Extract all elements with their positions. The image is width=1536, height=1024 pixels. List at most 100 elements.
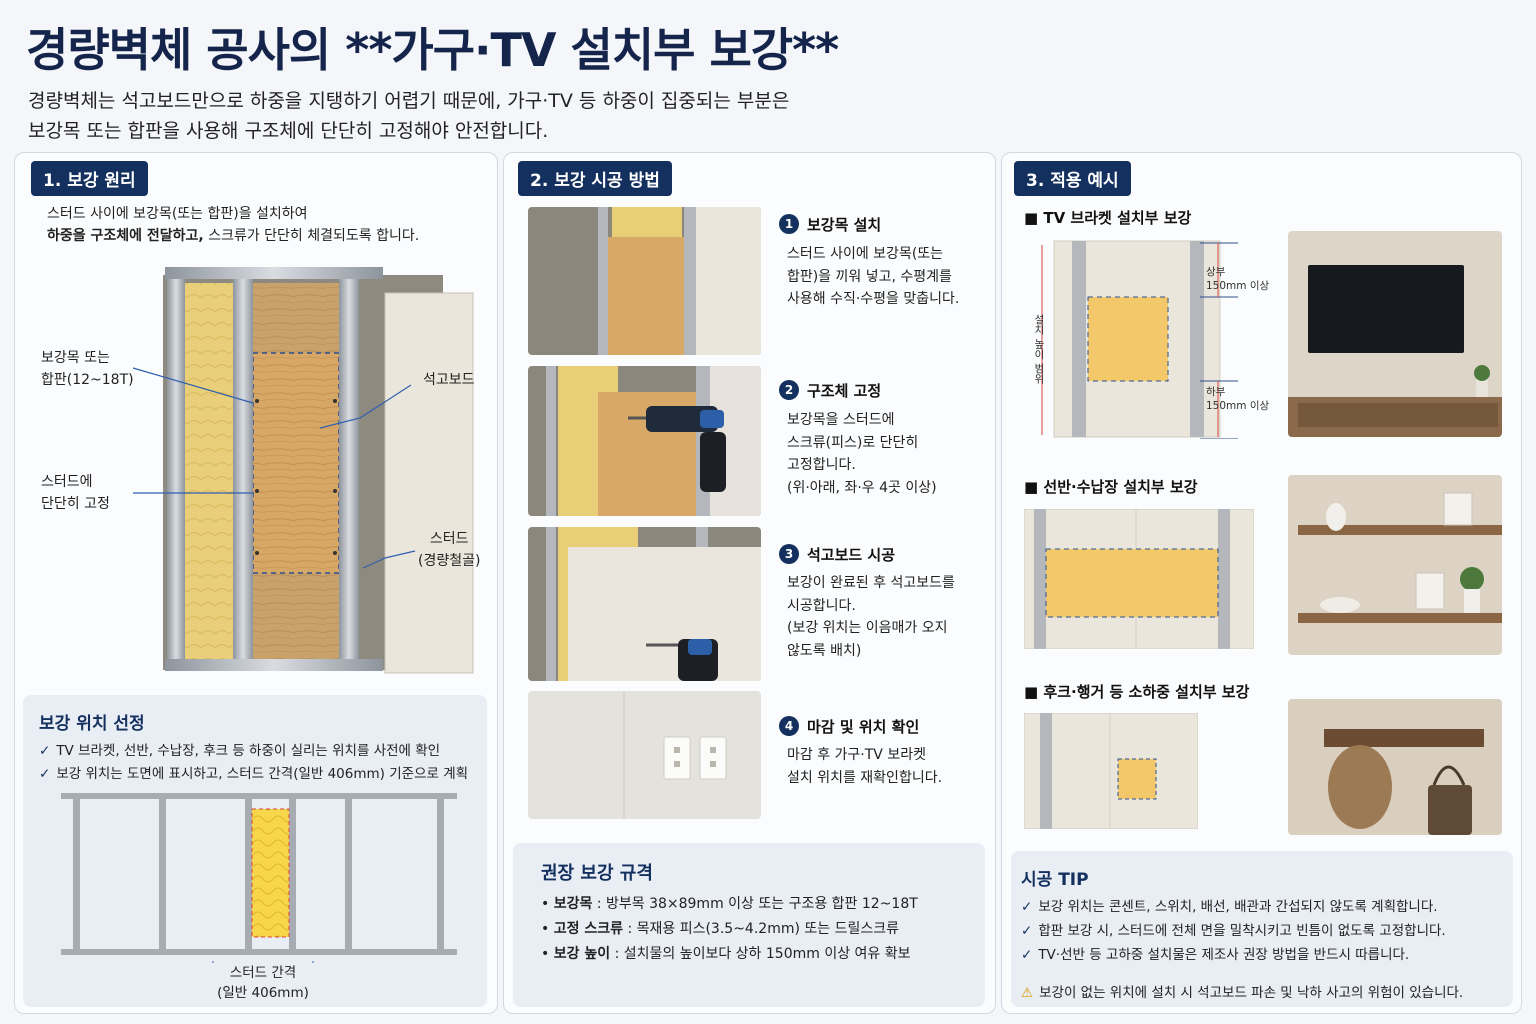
step-1-number: 1: [779, 214, 799, 234]
label-gypsum: 석고보드: [423, 372, 475, 388]
step-3-illustration: [528, 527, 761, 681]
step-4-body: 마감 후 가구·TV 보라켓 설치 위치를 재확인합니다.: [787, 744, 942, 789]
shelf-reinforcement-diagram: [1024, 509, 1254, 649]
check-icon: ✓: [39, 743, 51, 759]
step-1-photo: [528, 207, 761, 355]
tv-top-margin-line-2: 150mm 이상: [1206, 280, 1270, 292]
layout-bottom-track: [61, 949, 457, 955]
layout-stud-1: [73, 793, 80, 955]
step-1-body: 스터드 사이에 보강목(또는 합판)을 끼워 넣고, 수평계를 사용해 수직·수…: [787, 243, 959, 311]
wall-section-illustration: [163, 267, 474, 674]
example-3-title: ■ 후크·행거 등 소하중 설치부 보강: [1024, 683, 1250, 701]
hook-photo: [1288, 699, 1502, 835]
tip-check-2-text: 합판 보강 시, 스터드에 전체 면을 밀착시키고 빈틈이 없도록 고정합니다.: [1038, 923, 1446, 939]
position-check-2: ✓ 보강 위치는 도면에 표시하고, 스터드 간격(일반 406mm) 기준으로 …: [39, 762, 468, 782]
tv-top-margin-line-1: 상부: [1206, 266, 1226, 278]
spec-item-3-key: 보강 높이: [553, 946, 611, 962]
stud-left: [167, 277, 185, 669]
layout-stud-4: [289, 793, 296, 955]
step-2-body-line-3: 고정합니다.: [787, 457, 856, 473]
spec-item-1-value: : 방부목 38×89mm 이상 또는 구조용 합판 12~18T: [592, 896, 918, 912]
example-1-title: ■ TV 브라켓 설치부 보강: [1024, 209, 1192, 227]
principle-intro-rest: 스크류가 단단히 체결되도록 합니다.: [203, 228, 420, 244]
layout-stud-2: [159, 793, 166, 955]
layout-top-track: [61, 793, 457, 799]
spec-item-2-value: : 목재용 피스(3.5~4.2mm) 또는 드릴스크류: [623, 921, 899, 937]
layout-stud-3: [245, 793, 252, 955]
tv-bottom-margin-label: 하부 150mm 이상: [1206, 385, 1269, 413]
step-2-body: 보강목을 스터드에 스크류(피스)로 단단히 고정합니다. (위·아래, 좌·우…: [787, 409, 937, 499]
top-track: [165, 267, 383, 279]
principle-intro: 스터드 사이에 보강목(또는 합판)을 설치하여 하중을 구조체에 전달하고, …: [47, 203, 419, 247]
check-icon: ✓: [1021, 899, 1033, 915]
tip-warning: ⚠보강이 없는 위치에 설치 시 석고보드 파손 및 낙하 사고의 위험이 있습…: [1021, 981, 1463, 1001]
position-check-1: ✓ TV 브라켓, 선반, 수납장, 후크 등 하중이 실리는 위치를 사전에 확…: [39, 739, 440, 759]
step-3-body-line-4: 않도록 배치): [787, 642, 862, 659]
tv-bottom-margin-line-2: 150mm 이상: [1206, 400, 1270, 412]
step-2-body-line-4: (위·아래, 좌·우 4곳 이상): [787, 479, 937, 496]
step-4-body-line-2: 설치 위치를 재확인합니다.: [787, 769, 943, 786]
step-2-illustration: [528, 366, 761, 516]
step-3-photo: [528, 527, 761, 681]
check-icon: ✓: [39, 766, 51, 782]
position-check-2-text: 보강 위치는 도면에 표시하고, 스터드 간격(일반 406mm) 기준으로 계…: [56, 766, 469, 782]
spec-item-2-key: 고정 스크류: [553, 921, 623, 937]
layout-stud-5: [345, 793, 352, 955]
step-4-photo: [528, 691, 761, 819]
label-stud-line-1: 스터드: [429, 531, 469, 547]
spec-item-2: • 고정 스크류 : 목재용 피스(3.5~4.2mm) 또는 드릴스크류: [541, 921, 899, 937]
step-1-illustration: [528, 207, 761, 355]
stud-mid: [233, 277, 253, 669]
label-stud: 스터드 (경량철골): [418, 528, 480, 572]
panel-examples: 3. 적용 예시 ■ TV 브라켓 설치부 보강 설치 높이 범위 상부 150…: [1001, 152, 1522, 1014]
step-2-title: 구조체 고정: [807, 382, 882, 400]
step-2-photo: [528, 366, 761, 516]
tv-top-margin-label: 상부 150mm 이상: [1206, 265, 1269, 293]
layout-reinforcement: [251, 808, 290, 938]
tip-check-3-text: TV·선반 등 고하중 설치물은 제조사 권장 방법을 반드시 따릅니다.: [1038, 947, 1410, 963]
section-tag-examples: 3. 적용 예시: [1014, 161, 1131, 196]
label-leader-lines: [132, 367, 416, 569]
spec-item-3: • 보강 높이 : 설치물의 높이보다 상하 150mm 이상 여유 확보: [541, 946, 911, 962]
step-4-body-line-1: 마감 후 가구·TV 보라켓: [787, 747, 926, 763]
tip-check-1-text: 보강 위치는 콘센트, 스위치, 배선, 배관과 간섭되지 않도록 계획합니다.: [1038, 899, 1438, 915]
gypsum-board: [384, 292, 474, 674]
stud-right: [339, 277, 359, 669]
step-3-number: 3: [779, 544, 799, 564]
shelf-illustration: [1288, 475, 1502, 655]
spec-box: 권장 보강 규격 • 보강목 : 방부목 38×89mm 이상 또는 구조용 합…: [513, 843, 985, 1007]
label-fixed: 스터드에 단단히 고정: [41, 471, 110, 515]
page-subtitle: 경량벽체는 석고보드만으로 하중을 지탱하기 어렵기 때문에, 가구·TV 등 …: [28, 86, 789, 146]
tip-check-3: ✓TV·선반 등 고하중 설치물은 제조사 권장 방법을 반드시 따릅니다.: [1021, 943, 1409, 963]
step-1-title: 보강목 설치: [807, 216, 882, 234]
step-3-body-line-1: 보강이 완료된 후 석고보드를: [787, 575, 955, 591]
tv-height-range-label: 설치 높이 범위: [1033, 314, 1045, 384]
stud-gap-line-2: (일반 406mm): [217, 985, 309, 1001]
layout-stud-6: [437, 793, 444, 955]
reinforcement-plywood: [253, 353, 339, 573]
principle-intro-bold: 하중을 구조체에 전달하고,: [47, 228, 204, 244]
panel-principle: 1. 보강 원리 스터드 사이에 보강목(또는 합판)을 설치하여 하중을 구조…: [14, 152, 498, 1014]
step-3-title: 석고보드 시공: [807, 546, 896, 564]
label-fixed-line-1: 스터드에: [41, 474, 93, 490]
spec-item-3-value: : 설치물의 높이보다 상하 150mm 이상 여유 확보: [610, 946, 911, 962]
panel-method: 2. 보강 시공 방법: [503, 152, 996, 1014]
step-1-body-line-1: 스터드 사이에 보강목(또는: [787, 246, 944, 262]
shelf-reinforcement-block: [1045, 548, 1219, 618]
step-4-number: 4: [779, 716, 799, 736]
step-3-body: 보강이 완료된 후 석고보드를 시공합니다. (보강 위치는 이음매가 오지 않…: [787, 572, 955, 662]
stud-gap-line-1: 스터드 간격: [229, 965, 297, 981]
step-4-illustration: [528, 691, 761, 819]
page-title: 경량벽체 공사의 **가구·TV 설치부 보강**: [26, 23, 839, 77]
bottom-track: [165, 659, 383, 671]
position-selection-box: 보강 위치 선정 ✓TV 브라켓, 선반, 수납장, 후크 등 하중이 실리는 …: [23, 695, 487, 1007]
step-2-body-line-2: 스크류(피스)로 단단히: [787, 434, 919, 451]
label-fixed-line-2: 단단히 고정: [41, 496, 110, 512]
spec-item-1: • 보강목 : 방부목 38×89mm 이상 또는 구조용 합판 12~18T: [541, 896, 918, 912]
step-1-body-line-2: 합판)을 끼워 넣고, 수평계를: [787, 268, 952, 285]
tip-title: 시공 TIP: [1021, 870, 1089, 890]
step-2-number: 2: [779, 380, 799, 400]
subtitle-line-1: 경량벽체는 석고보드만으로 하중을 지탱하기 어렵기 때문에, 가구·TV 등 …: [28, 90, 790, 112]
example-2-title: ■ 선반·수납장 설치부 보강: [1024, 478, 1198, 496]
position-check-1-text: TV 브라켓, 선반, 수납장, 후크 등 하중이 실리는 위치를 사전에 확인: [56, 743, 441, 759]
